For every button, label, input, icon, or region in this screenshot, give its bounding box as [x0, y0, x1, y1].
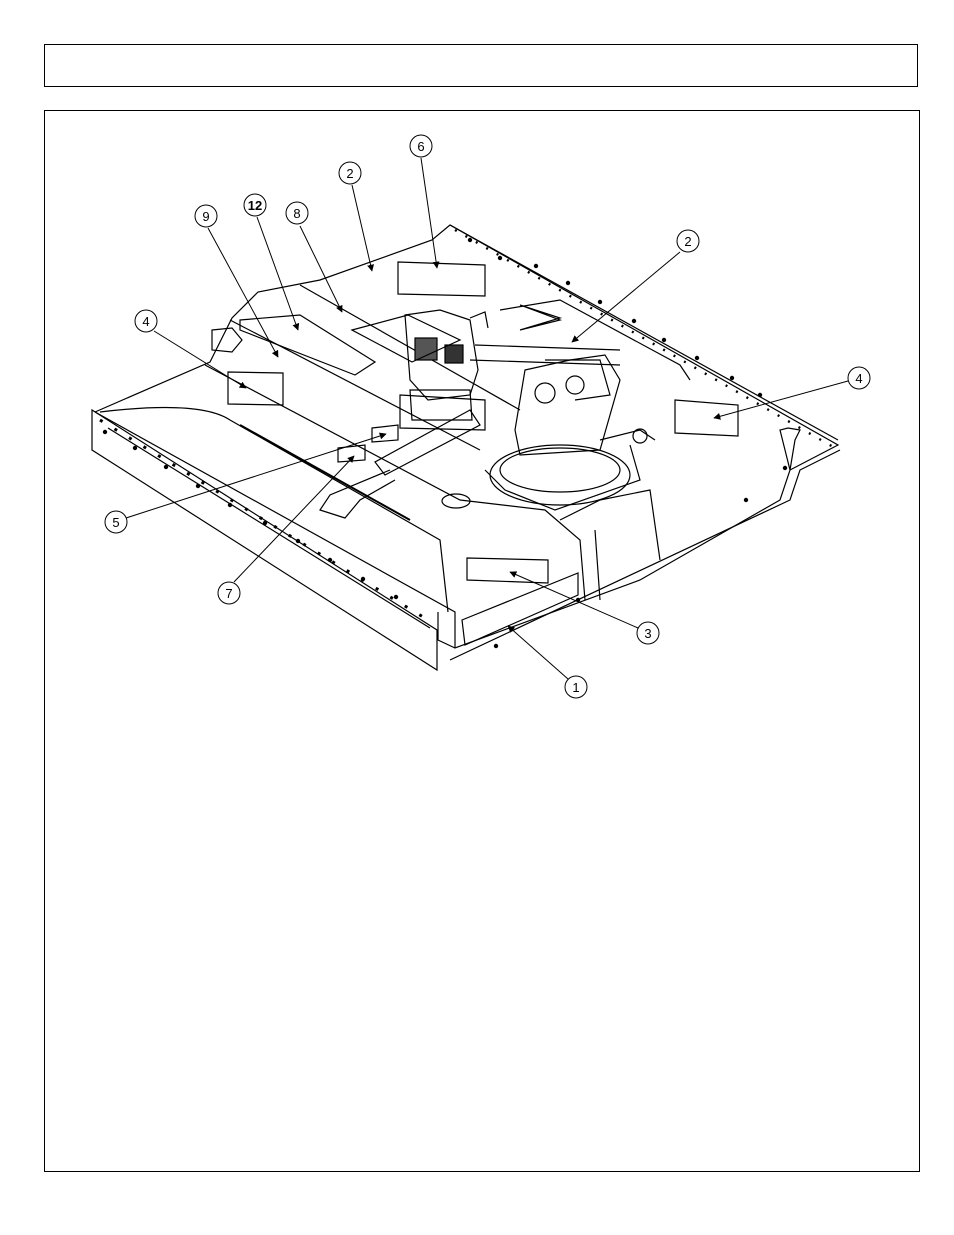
- gearbox-assembly: [400, 310, 488, 430]
- callout-3-label: 3: [644, 626, 651, 641]
- decal-2-right: [520, 305, 560, 330]
- callout-4-right-label: 4: [855, 371, 862, 386]
- callout-4-left-label: 4: [142, 314, 149, 329]
- callouts: 6 2 2 8 12 9 4 4 5 7: [105, 135, 870, 698]
- callout-9-label: 9: [202, 209, 209, 224]
- decal-3: [467, 558, 548, 583]
- decal-5: [372, 425, 398, 442]
- callout-6-label: 6: [417, 139, 424, 154]
- decal-4-left: [228, 372, 283, 405]
- callout-2-right-label: 2: [684, 234, 691, 249]
- callout-8-label: 8: [293, 206, 300, 221]
- decal-4-right: [675, 400, 738, 436]
- callout-1-label: 1: [572, 680, 579, 695]
- drive-shaft: [320, 345, 620, 518]
- pivot-mount: [485, 355, 655, 510]
- deck-drawing: [92, 225, 840, 670]
- callout-2-top-label: 2: [346, 166, 353, 181]
- callout-7-label: 7: [225, 586, 232, 601]
- callout-5-label: 5: [112, 515, 119, 530]
- decal-6: [398, 262, 485, 296]
- decals: [228, 262, 738, 645]
- callout-12-label: 12: [248, 198, 262, 213]
